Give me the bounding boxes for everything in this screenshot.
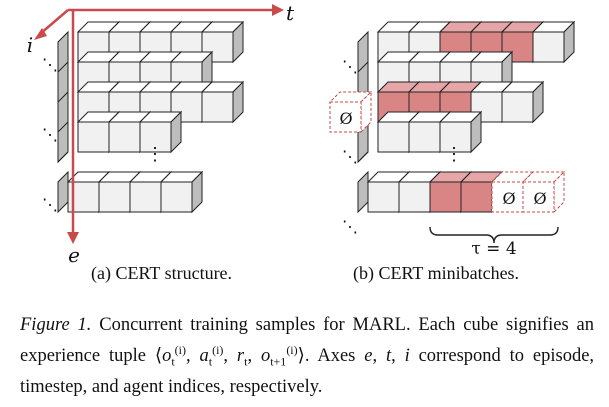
axis-e-arrow xyxy=(67,232,79,244)
null-cube-row3 xyxy=(328,90,373,134)
caption-text-1: Concurrent training samples for MARL. Ea… xyxy=(20,315,595,367)
panel-a-ddots-bottom: ⋱ xyxy=(42,195,58,214)
cube xyxy=(200,20,245,64)
axis-e-label: e xyxy=(68,243,80,267)
slab-line xyxy=(57,121,69,133)
cube xyxy=(128,170,173,214)
panel-a-ddots-mid: ⋱ xyxy=(42,125,58,144)
axis-t-label: t xyxy=(286,1,295,25)
panel-b-ddots-bottom: ⋱ xyxy=(342,217,358,236)
panel-b-vdots: ⋮ xyxy=(445,144,463,165)
panel-a-row-bottom xyxy=(66,170,204,214)
panel-b-row-4 xyxy=(376,110,483,154)
cube xyxy=(438,110,483,154)
panel-a-row-4 xyxy=(76,110,183,154)
axis-t-arrow xyxy=(272,4,284,16)
subcaption-a: (a) CERT structure. xyxy=(91,263,233,283)
null-symbol-bottom-1: Ø xyxy=(502,189,515,208)
axis-i-label: i xyxy=(27,33,33,57)
cube xyxy=(159,170,204,214)
cube xyxy=(200,80,245,124)
axis-i-line xyxy=(39,9,69,35)
cube xyxy=(138,110,183,154)
cube xyxy=(500,80,545,124)
null-symbol-bottom-2: Ø xyxy=(533,189,546,208)
figure-caption: Figure 1. Concurrent training samples fo… xyxy=(20,315,595,397)
slab-line xyxy=(57,91,69,103)
panel-b-ddots-mid: ⋱ xyxy=(342,147,358,166)
caption-var-t: t xyxy=(385,346,392,367)
panel-a-bottom-slab xyxy=(57,170,69,214)
null-cube-bottom-2 xyxy=(521,170,566,214)
panel-a-ddots-top: ⋱ xyxy=(42,55,58,74)
subcaption-b: (b) CERT minibatches. xyxy=(353,263,520,283)
cube xyxy=(531,20,576,64)
slab-line xyxy=(357,61,369,73)
slab-line xyxy=(357,151,369,163)
caption-tuple: ⟨ot(i), at(i), rt, ot+1(i)⟩ xyxy=(154,343,305,369)
slab-line xyxy=(57,151,69,163)
panel-b-ddots-top: ⋱ xyxy=(342,57,358,76)
tau-brace xyxy=(429,226,559,244)
axis-i-arrow xyxy=(34,28,47,40)
caption-var-e: e xyxy=(364,346,373,367)
panel-a-vdots: ⋮ xyxy=(146,144,164,165)
panel-b-bottom-slab xyxy=(357,170,369,214)
panel-b-row-3 xyxy=(376,80,545,124)
null-cube-bottom-1 xyxy=(490,170,535,214)
caption-label: Figure 1. xyxy=(20,315,92,335)
tau-label: τ = 4 xyxy=(471,239,516,259)
panel-b-row-bottom xyxy=(366,170,504,214)
null-symbol-row3: Ø xyxy=(339,109,352,128)
caption-var-i: i xyxy=(404,346,410,367)
slab-line xyxy=(57,61,69,73)
